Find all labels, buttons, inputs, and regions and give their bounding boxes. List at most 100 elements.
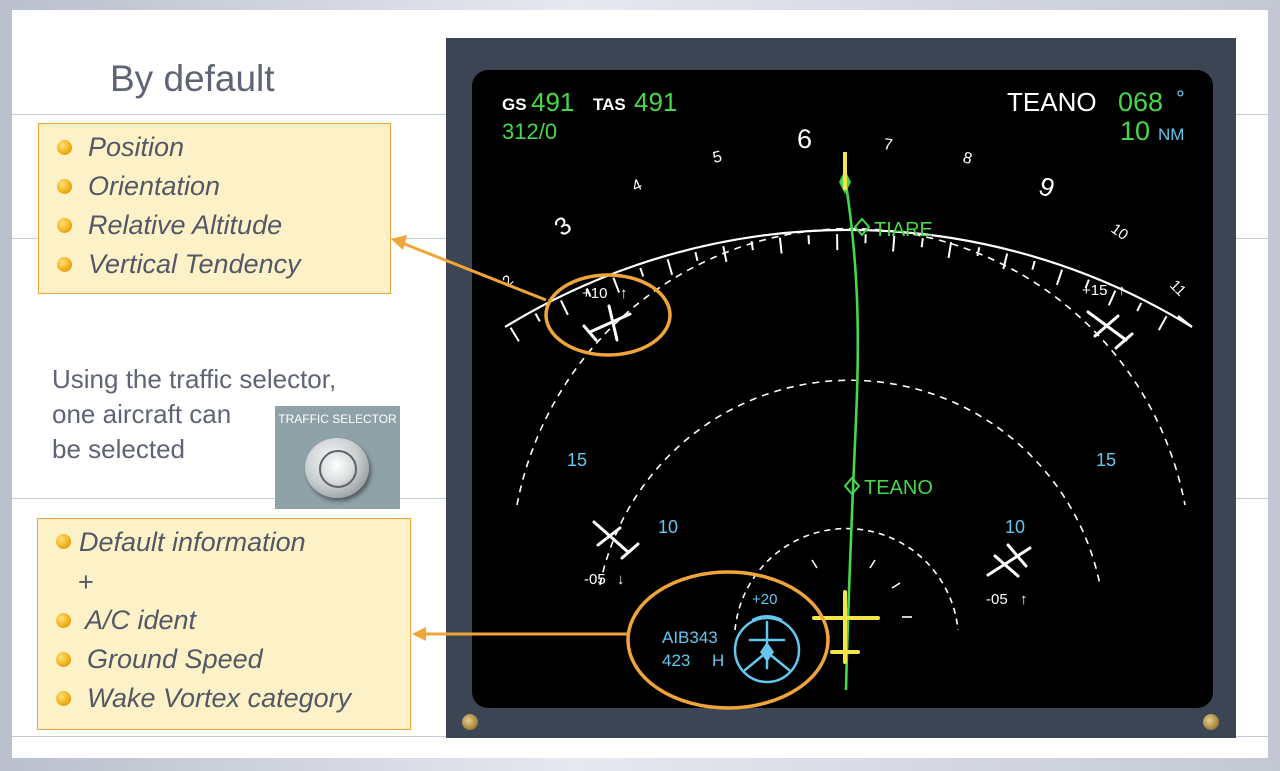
traffic-aircraft-icon: [1086, 310, 1134, 350]
compass-label: 7: [882, 136, 893, 154]
range-label: 15: [1096, 450, 1116, 470]
compass-tick: [666, 259, 674, 276]
compass-tick: [1055, 269, 1064, 286]
compass-tick: [1002, 253, 1009, 270]
compass-label: 9: [1035, 170, 1059, 203]
callout-item-relative-altitude: Relative Altitude: [88, 210, 283, 240]
compass-tick: [1107, 290, 1117, 306]
traffic-aircraft-icon: [582, 304, 632, 342]
navigation-display: 2 3 4 5 6 7 8 9 10 11 15 15 10 10 TIARE …: [499, 86, 1193, 691]
compass-tick: [920, 238, 924, 248]
bullet-icon: [56, 652, 71, 667]
traffic-selector[interactable]: TRAFFIC SELECTOR: [275, 406, 400, 509]
screw-icon: [462, 714, 478, 730]
own-aircraft-icon: [812, 590, 880, 664]
selected-traffic-aircraft-icon[interactable]: [743, 620, 791, 672]
compass-tick: [1031, 260, 1036, 270]
traffic-altitude: -05: [986, 591, 1008, 608]
waypoint-icon: [853, 217, 871, 237]
traffic-altitude: -05: [584, 571, 606, 588]
callout-item-ac-ident: A/C ident: [85, 605, 197, 635]
range-label: 15: [567, 450, 587, 470]
traffic-trend-icon: ↑: [1118, 282, 1126, 299]
selected-info-callout: Default information + A/C ident Ground S…: [37, 518, 411, 730]
compass-tick: [534, 313, 541, 322]
compass-tick: [722, 245, 728, 262]
traffic-aircraft-icon: [986, 543, 1032, 578]
selected-traffic-ident: AIB343: [662, 628, 718, 647]
compass-tick: [947, 241, 953, 259]
distance-unit: NM: [1158, 125, 1184, 144]
callout-item-ground-speed: Ground Speed: [87, 644, 263, 674]
bearing-unit: °: [1176, 86, 1185, 111]
knob-icon[interactable]: [305, 438, 369, 498]
traffic-trend-icon: ↑: [620, 285, 628, 302]
waypoint-label-tiare: TIARE: [874, 219, 933, 241]
compass-label: 4: [630, 176, 645, 195]
bullet-icon: [57, 218, 72, 233]
bullet-icon: [57, 179, 72, 194]
gs-label: GS: [502, 95, 527, 114]
slide-title: By default: [110, 58, 275, 99]
callout-item-default-information: Default information: [79, 527, 306, 557]
tas-value: 491: [634, 87, 677, 117]
compass-ticks: [509, 234, 1168, 342]
knob-center: [319, 450, 357, 488]
selected-traffic-wake-category: H: [712, 651, 724, 670]
range-label: 10: [1005, 517, 1025, 537]
waypoint-icon: [843, 476, 861, 496]
bearing-value: 068: [1118, 87, 1163, 117]
compass-label: 2: [499, 272, 517, 290]
range-ring-outer: [516, 227, 1186, 506]
selector-text-line-3: be selected: [52, 434, 185, 464]
range-marks: [811, 559, 912, 618]
active-waypoint: TEANO: [1007, 87, 1097, 117]
range-label: 10: [658, 517, 678, 537]
distance-value: 10: [1120, 116, 1150, 146]
selector-text-line-1: Using the traffic selector,: [52, 364, 337, 394]
gs-value: 491: [531, 87, 574, 117]
callout-item-orientation: Orientation: [88, 171, 221, 201]
bullet-icon: [56, 534, 71, 549]
compass-label: 6: [797, 124, 812, 154]
compass-label: 11: [1166, 277, 1189, 300]
default-info-callout: Position Orientation Relative Altitude V…: [38, 123, 391, 294]
bullet-icon: [57, 257, 72, 272]
compass-tick: [509, 327, 520, 342]
screw-icon: [1203, 714, 1219, 730]
compass-tick: [1084, 279, 1090, 289]
range-ring-middle: [599, 379, 1101, 586]
compass-tick: [560, 299, 569, 316]
callout-item-position: Position: [88, 132, 185, 162]
traffic-selector-label: TRAFFIC SELECTOR: [278, 412, 397, 426]
tas-label: TAS: [593, 95, 626, 114]
callout-item-vertical-tendency: Vertical Tendency: [88, 249, 301, 279]
compass-tick: [1136, 302, 1143, 312]
traffic-altitude: +10: [582, 285, 607, 302]
selected-traffic-ground-speed: 423: [662, 651, 690, 670]
compass-tick: [976, 246, 981, 257]
callout-item-plus: +: [78, 567, 94, 597]
wind-value: 312/0: [502, 119, 557, 144]
compass-tick: [694, 251, 699, 262]
traffic-altitude: +15: [1082, 282, 1107, 299]
compass-arc-end: [1177, 315, 1193, 328]
traffic-trend-icon: ↑: [1020, 591, 1028, 608]
traffic-trend-icon: ↓: [617, 571, 625, 588]
compass-tick: [778, 237, 783, 254]
selector-text-line-2: one aircraft can: [52, 399, 232, 429]
compass-tick: [892, 235, 896, 252]
callout-item-wake-vortex: Wake Vortex category: [87, 683, 352, 713]
compass-tick: [612, 277, 621, 293]
bullet-icon: [56, 613, 71, 628]
compass-label: 10: [1108, 220, 1131, 243]
waypoint-label-teano: TEANO: [864, 477, 933, 499]
compass-label: 5: [711, 148, 723, 166]
compass-label: 8: [961, 149, 974, 168]
traffic-aircraft-icon: [592, 520, 640, 560]
compass-tick: [807, 235, 810, 245]
navigation-display-screen: 2 3 4 5 6 7 8 9 10 11 15 15 10 10 TIARE …: [472, 70, 1213, 708]
compass-tick: [1157, 315, 1168, 331]
bullet-icon: [56, 691, 71, 706]
compass-label: 3: [549, 211, 576, 242]
